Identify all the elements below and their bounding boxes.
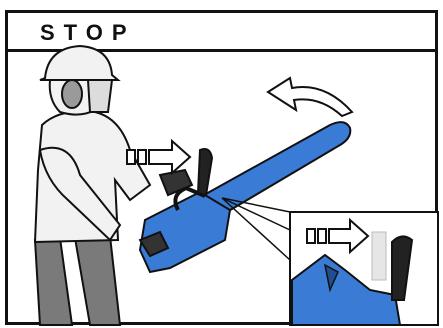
worker-legs [33, 234, 122, 326]
worker-hands [138, 168, 194, 258]
title-bar: STOP [5, 10, 438, 52]
worker-helmet-icon [39, 44, 121, 116]
push-arrow-icon [126, 138, 192, 176]
chainsaw-icon [138, 121, 352, 274]
panel-title: STOP [40, 20, 136, 45]
brake-detail-inset [221, 197, 439, 326]
rotation-arrow-icon [266, 76, 354, 118]
worker-torso [33, 110, 152, 244]
